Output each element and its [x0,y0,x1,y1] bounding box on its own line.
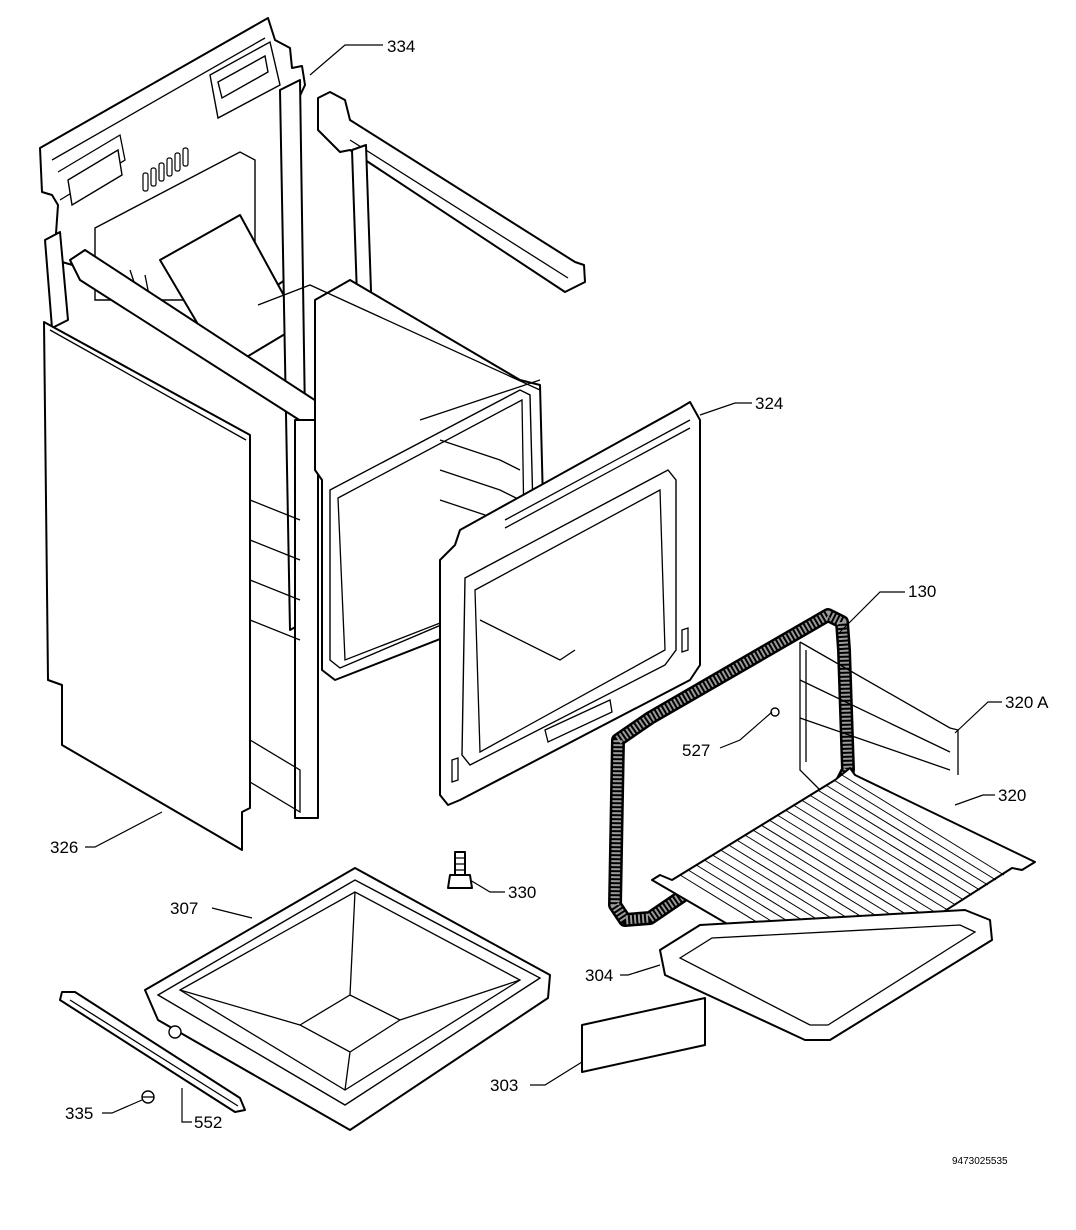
callout-334: 334 [387,37,416,56]
door-vent-slots [504,419,691,529]
drawer-rail [59,991,246,1113]
side-panel [43,321,251,851]
callout-320: 320 [998,786,1027,805]
shelf-wires [679,774,1005,976]
leader-lines [85,44,1002,1123]
callout-130: 130 [908,582,937,601]
shelf-wire [752,829,916,931]
screw-527 [770,707,780,717]
inner-door-frame [439,401,701,806]
glass-panel [581,997,706,1073]
callout-307: 307 [170,899,199,918]
shelf-wire [801,799,964,901]
baking-tray [659,909,993,1041]
shelf-wire [768,819,932,921]
shelf-wire [776,814,940,916]
callout-330: 330 [508,883,537,902]
shelf-wire [760,824,924,926]
bolt-330 [447,851,473,889]
callout-303: 303 [490,1076,519,1095]
screw-335 [141,1090,155,1104]
shelf-wire [793,804,956,906]
callout-335: 335 [65,1104,94,1123]
shelf-runner-rails [799,641,959,791]
callout-324: 324 [755,394,784,413]
callout-552: 552 [194,1113,223,1132]
shelf-wire [825,784,989,886]
rear-panel-frame [39,17,306,371]
document-code: 9473025535 [952,1156,1008,1167]
shelf-wire [809,794,973,896]
shelf-wire [833,779,997,881]
frame-side-rails [44,79,586,819]
rear-vent-slots [142,147,189,192]
shelf-wire [785,809,948,911]
callout-320a: 320 A [1005,693,1049,712]
shelf-wire [817,789,981,891]
callout-304: 304 [585,966,614,985]
callout-527: 527 [682,741,711,760]
callout-326: 326 [50,838,79,857]
shelf-wire [841,774,1005,876]
storage-drawer [144,867,551,1131]
